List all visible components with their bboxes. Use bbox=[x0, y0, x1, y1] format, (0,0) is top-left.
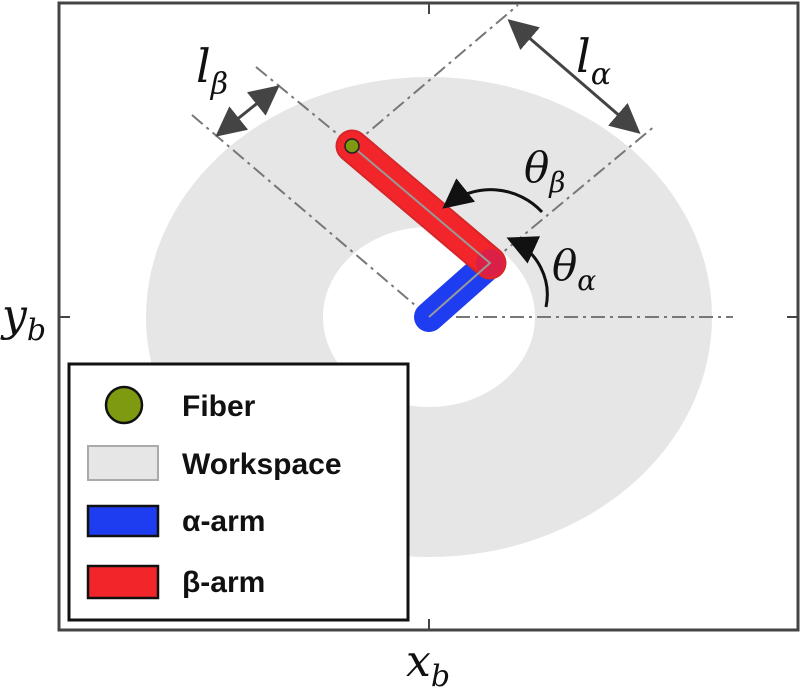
alpha-guide-line-upper bbox=[351, 4, 519, 147]
l-beta-dimension-arrow bbox=[215, 85, 280, 137]
theta-alpha-arc bbox=[506, 236, 549, 308]
legend-fiber-label: Fiber bbox=[182, 390, 256, 423]
fiber-marker bbox=[344, 138, 360, 154]
l-alpha-dimension-arrow bbox=[507, 19, 641, 134]
arm-centerline bbox=[351, 145, 492, 318]
legend-item-fiber: Fiber bbox=[104, 385, 256, 425]
legend-beta-arm-swatch bbox=[86, 564, 160, 600]
theta-beta-label: θβ bbox=[524, 143, 565, 199]
legend: Fiber Workspace α-arm β-arm bbox=[67, 362, 410, 622]
legend-alpha-arm-label: α-arm bbox=[182, 505, 265, 538]
beta-guide-line-lower bbox=[191, 114, 430, 318]
legend-fiber-swatch bbox=[104, 385, 144, 425]
beta-guide-line-upper bbox=[255, 66, 353, 147]
legend-item-alpha-arm: α-arm bbox=[86, 504, 265, 538]
legend-alpha-arm-swatch bbox=[86, 504, 160, 538]
legend-item-beta-arm: β-arm bbox=[86, 564, 265, 600]
theta-alpha-label: θα bbox=[552, 241, 596, 297]
legend-workspace-label: Workspace bbox=[182, 448, 342, 481]
legend-workspace-swatch bbox=[87, 445, 159, 481]
x-axis-label: xb bbox=[406, 636, 450, 694]
theta-beta-arc bbox=[442, 178, 544, 214]
l-alpha-label: lα bbox=[576, 29, 611, 92]
y-axis-label: yb bbox=[0, 290, 46, 348]
l-beta-label: lβ bbox=[196, 39, 228, 102]
legend-beta-arm-label: β-arm bbox=[182, 566, 265, 599]
legend-item-workspace: Workspace bbox=[87, 445, 342, 481]
